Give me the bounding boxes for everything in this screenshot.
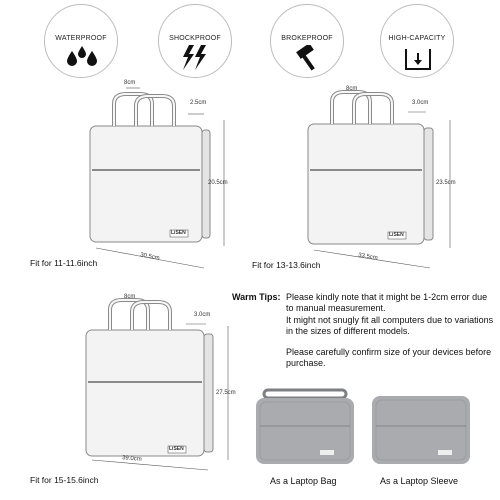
laptop-bag-photo — [256, 388, 354, 464]
laptop-bag-drawing — [89, 87, 225, 269]
warm-tips-body: Please kindly note that it might be 1-2c… — [286, 292, 494, 370]
feature-shockproof: SHOCKPROOF — [158, 4, 232, 78]
water-drops-icon — [67, 46, 97, 66]
bag-diagram-large: 8cm 3.0cm 27.5cm 39.0cm LiSEN — [78, 294, 248, 472]
height-label: 20.5cm — [208, 180, 228, 186]
photo-caption-sleeve: As a Laptop Sleeve — [380, 476, 459, 486]
feature-label: SHOCKPROOF — [169, 35, 221, 42]
laptop-sleeve-photo — [372, 396, 470, 464]
laptop-bag-drawing — [85, 298, 229, 471]
hammer-icon — [296, 45, 315, 71]
feature-label: HIGH-CAPACITY — [388, 35, 446, 42]
warm-tip-text: It might not snugly fit all computers du… — [286, 314, 494, 336]
handle-length-label: 8cm — [124, 80, 136, 86]
handle-length-label: 8cm — [346, 86, 358, 92]
depth-label: 3.0cm — [194, 312, 211, 318]
warm-tips: Warm Tips: Please kindly note that it mi… — [232, 292, 494, 368]
brand-label: LiSEN — [389, 232, 404, 238]
brand-label: LiSEN — [171, 230, 186, 236]
laptop-bag-drawing — [307, 90, 451, 269]
fit-label-small: Fit for 11-11.6inch — [30, 258, 98, 268]
feature-high-capacity: HIGH-CAPACITY — [380, 4, 454, 78]
warm-tips-label: Warm Tips: — [232, 292, 281, 302]
height-label: 27.5cm — [216, 390, 236, 396]
warm-tip-text: Please carefully confirm size of your de… — [286, 347, 492, 369]
photo-caption-bag: As a Laptop Bag — [270, 476, 337, 486]
brand-label: LiSEN — [169, 446, 184, 452]
handle-length-label: 8cm — [124, 294, 136, 300]
depth-label: 3.0cm — [412, 100, 429, 106]
height-label: 23.5cm — [436, 180, 456, 186]
lightning-icon — [183, 45, 206, 70]
warm-tip-text: Please kindly note that it might be 1-2c… — [286, 292, 488, 314]
bag-diagram-medium: 8cm 3.0cm 23.5cm 33.5cm LiSEN — [300, 86, 480, 272]
feature-brokeproof: BROKEPROOF — [270, 4, 344, 78]
depth-label: 2.5cm — [190, 100, 207, 106]
fit-label-large: Fit for 15-15.6inch — [30, 475, 99, 485]
bag-diagram-small: 8cm 2.5cm 20.5cm 30.5cm LiSEN — [78, 80, 250, 272]
feature-label: BROKEPROOF — [281, 35, 333, 42]
capacity-box-icon — [405, 49, 431, 70]
feature-waterproof: WATERPROOF — [44, 4, 118, 78]
fit-label-medium: Fit for 13-13.6inch — [252, 260, 321, 270]
feature-label: WATERPROOF — [55, 35, 107, 42]
